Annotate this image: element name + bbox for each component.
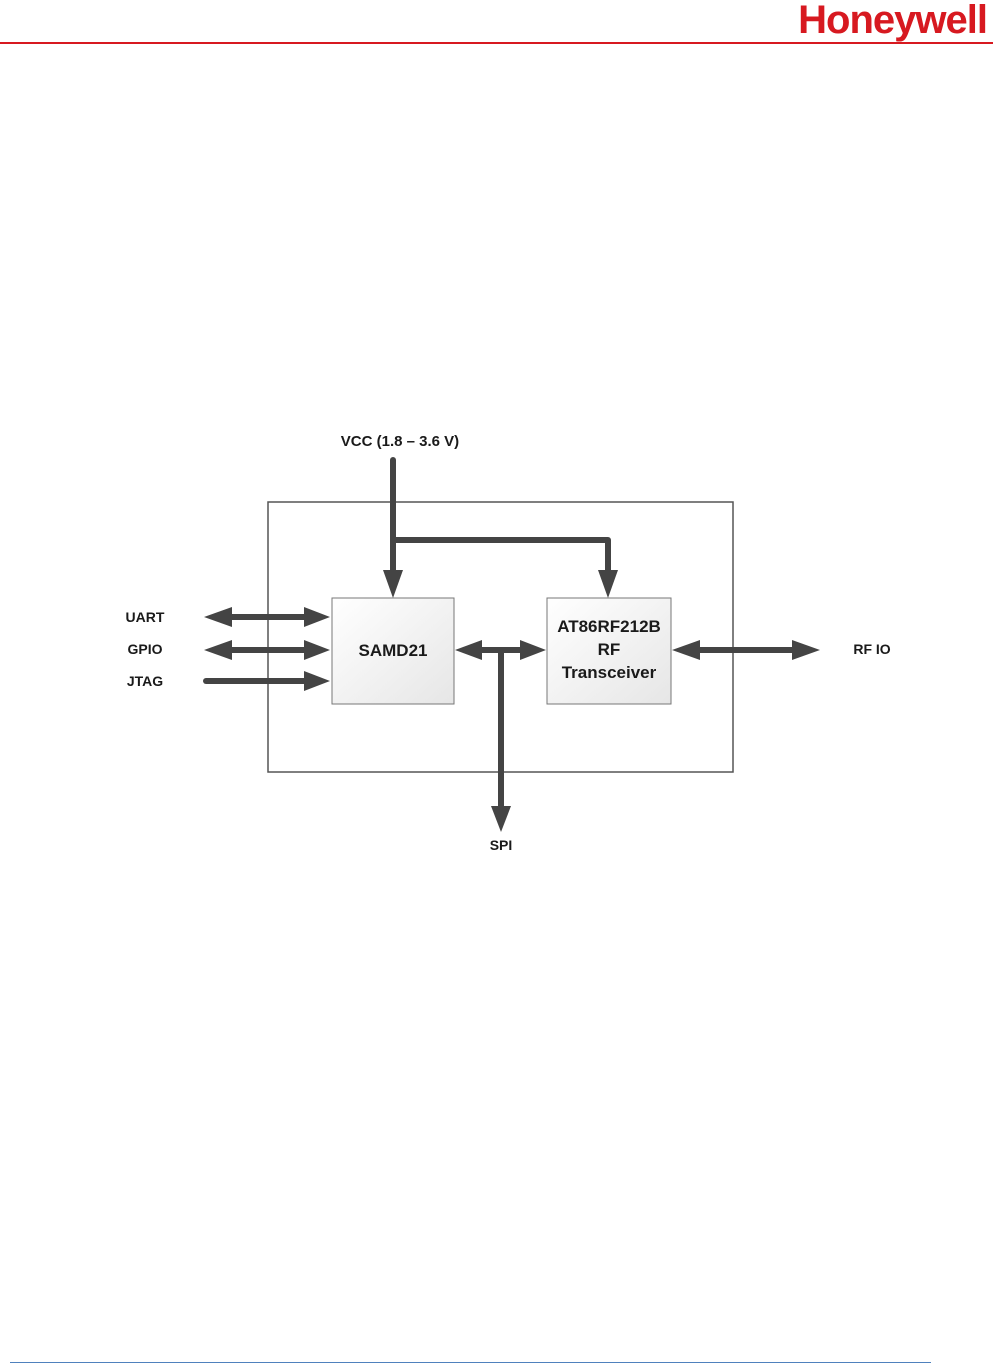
vcc-label: VCC (1.8 – 3.6 V) [341, 433, 459, 450]
spi-label: SPI [490, 837, 513, 853]
gpio-arrowhead-right [304, 640, 330, 660]
jtag-arrowhead [304, 671, 330, 691]
rfio-arrow [672, 640, 820, 660]
vcc-lines [383, 460, 618, 598]
samd21-label: SAMD21 [359, 641, 428, 660]
rfio-arrowhead-right [792, 640, 820, 660]
gpio-arrow [204, 640, 330, 660]
uart-label: UART [126, 609, 165, 625]
uart-arrowhead-left [204, 607, 232, 627]
rf-io-label: RF IO [853, 641, 890, 657]
gpio-label: GPIO [127, 641, 162, 657]
spi-arrowhead [491, 806, 511, 832]
link-arrowhead-right [520, 640, 546, 660]
rf-block-label-line1: AT86RF212B [557, 617, 661, 636]
jtag-label: JTAG [127, 673, 163, 689]
link-arrowhead-left [455, 640, 482, 660]
rf-block-label-line3: Transceiver [562, 663, 657, 682]
footer-rule [10, 1362, 931, 1363]
uart-arrow [204, 607, 330, 627]
gpio-arrowhead-left [204, 640, 232, 660]
rfio-arrowhead-left [672, 640, 700, 660]
rf-block-label-line2: RF [598, 640, 621, 659]
vcc-arrowhead-rf [598, 570, 618, 598]
vcc-branch [393, 540, 608, 572]
uart-arrowhead-right [304, 607, 330, 627]
mcu-rf-link [455, 640, 546, 832]
vcc-arrowhead-mcu [383, 570, 403, 598]
